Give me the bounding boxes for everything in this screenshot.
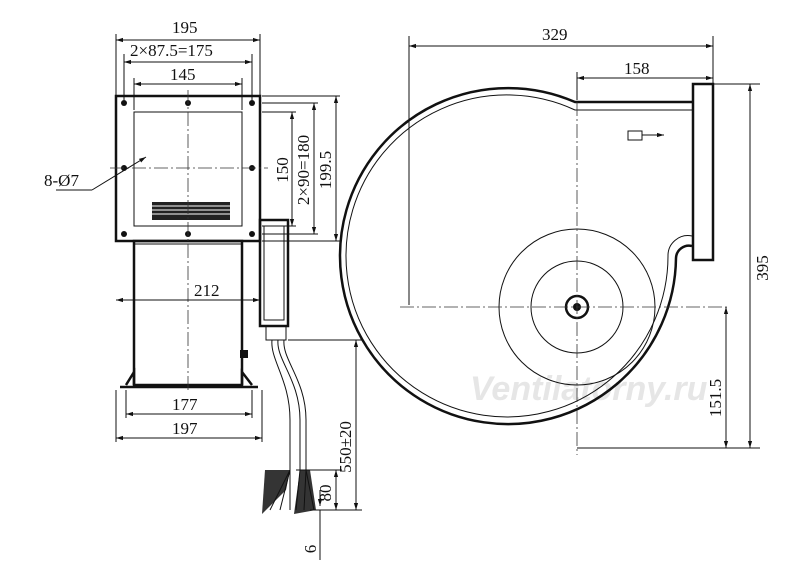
dim-180: 2×90=180 bbox=[294, 135, 313, 205]
dim-6: 6 bbox=[301, 545, 320, 554]
dim-199-5: 199.5 bbox=[316, 151, 335, 189]
dim-175: 2×87.5=175 bbox=[130, 41, 213, 60]
dim-151-5: 151.5 bbox=[706, 379, 725, 417]
impeller-blades bbox=[152, 202, 230, 220]
dim-hole-dia: 8-Ø7 bbox=[44, 171, 79, 190]
dim-395: 395 bbox=[753, 255, 772, 281]
watermark-text: Ventilatorny.ru bbox=[470, 370, 708, 408]
dim-329: 329 bbox=[542, 25, 568, 44]
cable-gland bbox=[265, 325, 287, 341]
dim-212: 212 bbox=[194, 281, 220, 300]
volute-inner bbox=[345, 94, 693, 418]
airflow-arrow-icon bbox=[627, 130, 664, 141]
side-view: 329 158 395 151.5 bbox=[338, 25, 772, 455]
front-view: 195 2×87.5=175 145 8-Ø7 150 2×90=180 199… bbox=[44, 18, 362, 560]
dim-195: 195 bbox=[172, 18, 198, 37]
dim-150: 150 bbox=[273, 157, 292, 183]
base-feet bbox=[124, 367, 253, 386]
outlet-flange bbox=[691, 82, 715, 262]
dim-80: 80 bbox=[316, 485, 335, 502]
cables bbox=[262, 339, 316, 514]
dim-177: 177 bbox=[172, 395, 198, 414]
dim-197: 197 bbox=[172, 419, 198, 438]
dim-158: 158 bbox=[624, 59, 650, 78]
dim-550: 550±20 bbox=[336, 421, 355, 473]
volute-outer bbox=[338, 86, 693, 426]
dim-145: 145 bbox=[170, 65, 196, 84]
